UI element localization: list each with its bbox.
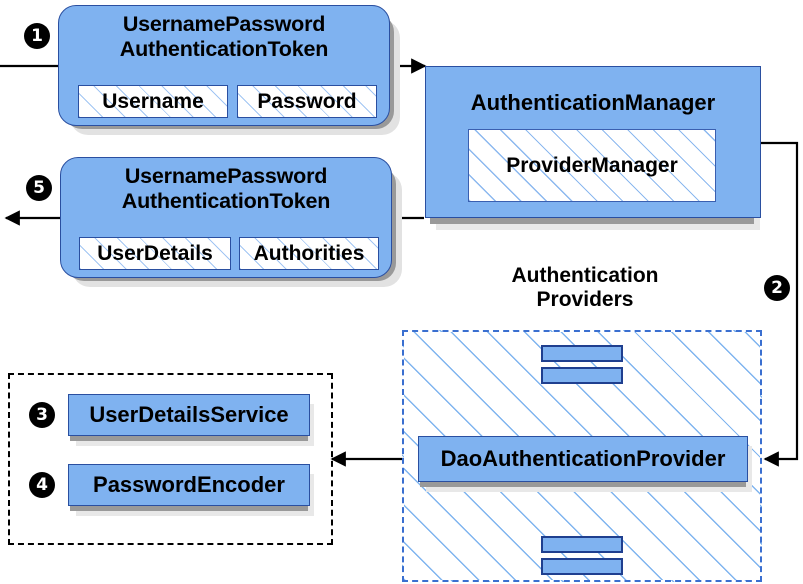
user-details-service-box[interactable]: UserDetailsService bbox=[68, 394, 310, 436]
authentication-providers-label-line1: Authentication bbox=[511, 264, 659, 287]
response-token-slot-userdetails[interactable]: UserDetails bbox=[79, 237, 231, 270]
request-token-slot-password-label: Password bbox=[257, 89, 357, 113]
badge-step-4-number: 4 bbox=[36, 474, 48, 495]
request-token-title-line2: AuthenticationToken bbox=[119, 36, 329, 61]
request-token-box[interactable]: UsernamePassword AuthenticationToken Use… bbox=[58, 5, 390, 126]
response-token-box[interactable]: UsernamePassword AuthenticationToken Use… bbox=[60, 157, 392, 278]
badge-step-3-number: 3 bbox=[36, 404, 48, 425]
request-token-slot-password[interactable]: Password bbox=[237, 85, 377, 118]
response-token-title-line1: UsernamePassword bbox=[124, 164, 328, 188]
badge-step-5-number: 5 bbox=[33, 177, 45, 198]
authentication-manager-box[interactable]: AuthenticationManager ProviderManager bbox=[425, 66, 761, 218]
response-token-slot-authorities[interactable]: Authorities bbox=[239, 237, 379, 270]
other-provider-bar-top-2[interactable] bbox=[541, 367, 623, 384]
authentication-providers-label: Authentication Providers bbox=[455, 264, 715, 313]
user-details-service-label: UserDetailsService bbox=[89, 402, 289, 427]
badge-step-2-number: 2 bbox=[771, 277, 783, 298]
authentication-providers-label-line2: Providers bbox=[536, 288, 634, 312]
arrow-step-2 bbox=[760, 141, 799, 467]
badge-step-1-number: 1 bbox=[31, 25, 43, 46]
other-provider-bar-bottom-2[interactable] bbox=[541, 558, 623, 575]
dao-dependencies-group bbox=[8, 373, 333, 545]
response-token-slot-authorities-label: Authorities bbox=[253, 241, 365, 265]
badge-step-2: 2 bbox=[764, 275, 790, 301]
request-token-title-line1: UsernamePassword bbox=[122, 12, 326, 36]
provider-manager-label: ProviderManager bbox=[506, 153, 678, 177]
response-token-slot-userdetails-label: UserDetails bbox=[97, 241, 213, 265]
response-token-title-line2: AuthenticationToken bbox=[121, 188, 331, 213]
dao-authentication-provider-box[interactable]: DaoAuthenticationProvider bbox=[418, 436, 748, 482]
response-token-title: UsernamePassword AuthenticationToken bbox=[61, 164, 391, 214]
request-token-slot-username-label: Username bbox=[102, 89, 204, 113]
dao-authentication-provider-label: DaoAuthenticationProvider bbox=[440, 446, 726, 471]
authentication-manager-title: AuthenticationManager bbox=[470, 90, 716, 115]
password-encoder-box[interactable]: PasswordEncoder bbox=[68, 464, 310, 506]
badge-step-3: 3 bbox=[29, 402, 55, 428]
request-token-slot-username[interactable]: Username bbox=[78, 85, 228, 118]
request-token-title: UsernamePassword AuthenticationToken bbox=[59, 12, 389, 62]
badge-step-1: 1 bbox=[24, 23, 50, 49]
badge-step-4: 4 bbox=[29, 472, 55, 498]
badge-step-5: 5 bbox=[26, 175, 52, 201]
other-provider-bar-top-1[interactable] bbox=[541, 345, 623, 362]
password-encoder-label: PasswordEncoder bbox=[93, 472, 285, 497]
other-provider-bar-bottom-1[interactable] bbox=[541, 536, 623, 553]
provider-manager-box[interactable]: ProviderManager bbox=[468, 129, 716, 202]
